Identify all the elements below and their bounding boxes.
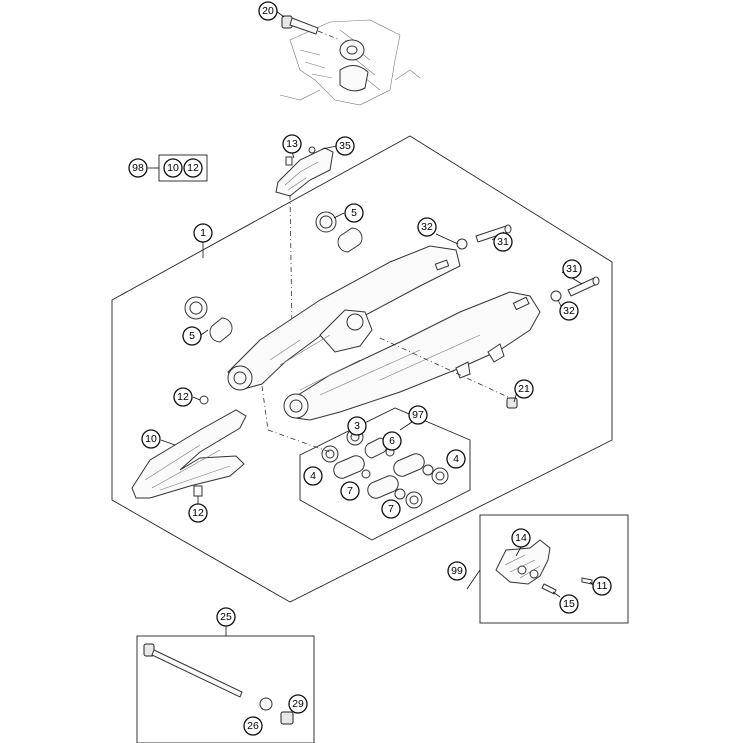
svg-text:7: 7	[347, 485, 353, 497]
svg-text:11: 11	[597, 580, 608, 592]
callout-98: 98	[128, 158, 148, 178]
callout-5-upper: 5	[344, 203, 364, 223]
callout-13: 13	[282, 134, 302, 154]
bearing-5-lower-drawing	[184, 296, 233, 343]
svg-text:5: 5	[189, 330, 195, 342]
axle-25-drawing	[143, 643, 294, 725]
svg-text:7: 7	[388, 503, 394, 515]
callout-14: 14	[511, 528, 531, 548]
bolt-31-lower-drawing	[550, 276, 600, 302]
swingarm-group-frame	[111, 135, 613, 603]
group-98-frame	[158, 154, 208, 182]
svg-text:6: 6	[389, 435, 395, 447]
callout-7-right: 7	[381, 499, 401, 519]
callout-97: 97	[408, 405, 428, 425]
callout-12-set: 12	[183, 158, 203, 178]
svg-text:35: 35	[339, 140, 351, 152]
svg-text:10: 10	[145, 433, 157, 445]
svg-text:99: 99	[451, 565, 463, 577]
callout-4-right: 4	[446, 449, 466, 469]
svg-text:20: 20	[262, 5, 274, 17]
callout-12-lower: 12	[188, 503, 208, 523]
bolt-20-drawing	[281, 15, 341, 41]
svg-text:4: 4	[453, 453, 459, 465]
svg-text:31: 31	[566, 263, 578, 275]
swingarm-drawing	[227, 245, 541, 421]
callout-1: 1	[193, 223, 213, 243]
callout-15: 15	[559, 594, 579, 614]
callout-6: 6	[382, 431, 402, 451]
chain-guide-kit-frame	[479, 514, 629, 624]
callout-11: 11	[592, 576, 612, 596]
callout-12-upper: 12	[173, 387, 193, 407]
svg-text:21: 21	[518, 383, 530, 395]
callout-32-lower: 32	[559, 301, 579, 321]
svg-text:97: 97	[412, 409, 424, 421]
svg-text:4: 4	[310, 470, 316, 482]
callout-7-left: 7	[340, 481, 360, 501]
callout-26: 26	[243, 716, 263, 736]
svg-text:3: 3	[354, 420, 360, 432]
svg-text:25: 25	[220, 611, 232, 623]
bolt-31-upper-drawing	[456, 224, 512, 250]
callout-29: 29	[288, 694, 308, 714]
chain-guide-99-drawing	[495, 539, 593, 595]
svg-text:12: 12	[192, 507, 204, 519]
svg-text:1: 1	[200, 227, 206, 239]
svg-text:26: 26	[247, 720, 259, 732]
svg-text:15: 15	[563, 598, 575, 610]
svg-text:32: 32	[563, 305, 575, 317]
bearing-kit-drawing	[321, 428, 449, 509]
callout-5-lower: 5	[182, 326, 202, 346]
frame-section-drawing	[279, 19, 421, 106]
svg-text:12: 12	[187, 162, 199, 174]
chain-guide-lower-drawing	[131, 395, 247, 499]
svg-text:31: 31	[497, 236, 509, 248]
callout-21: 21	[514, 379, 534, 399]
callout-3: 3	[347, 416, 367, 436]
svg-text:98: 98	[132, 162, 144, 174]
callout-31-lower: 31	[562, 259, 582, 279]
callout-32-upper: 32	[417, 217, 437, 237]
callout-99: 99	[447, 561, 467, 581]
svg-text:29: 29	[292, 698, 304, 710]
svg-text:5: 5	[351, 207, 357, 219]
nut-21-drawing	[506, 397, 518, 409]
callout-10: 10	[141, 429, 161, 449]
svg-text:10: 10	[167, 162, 179, 174]
svg-text:32: 32	[421, 221, 433, 233]
svg-text:13: 13	[286, 138, 298, 150]
callout-25: 25	[216, 607, 236, 627]
bearing-kit-frame	[299, 407, 471, 541]
svg-text:12: 12	[177, 391, 189, 403]
svg-text:14: 14	[515, 532, 527, 544]
callout-35: 35	[335, 136, 355, 156]
callout-20: 20	[258, 1, 278, 21]
callout-31-upper: 31	[493, 232, 513, 252]
bearing-5-upper-drawing	[315, 211, 363, 253]
axle-kit-frame	[136, 635, 315, 743]
callout-4-left: 4	[303, 466, 323, 486]
callout-10-set: 10	[163, 158, 183, 178]
